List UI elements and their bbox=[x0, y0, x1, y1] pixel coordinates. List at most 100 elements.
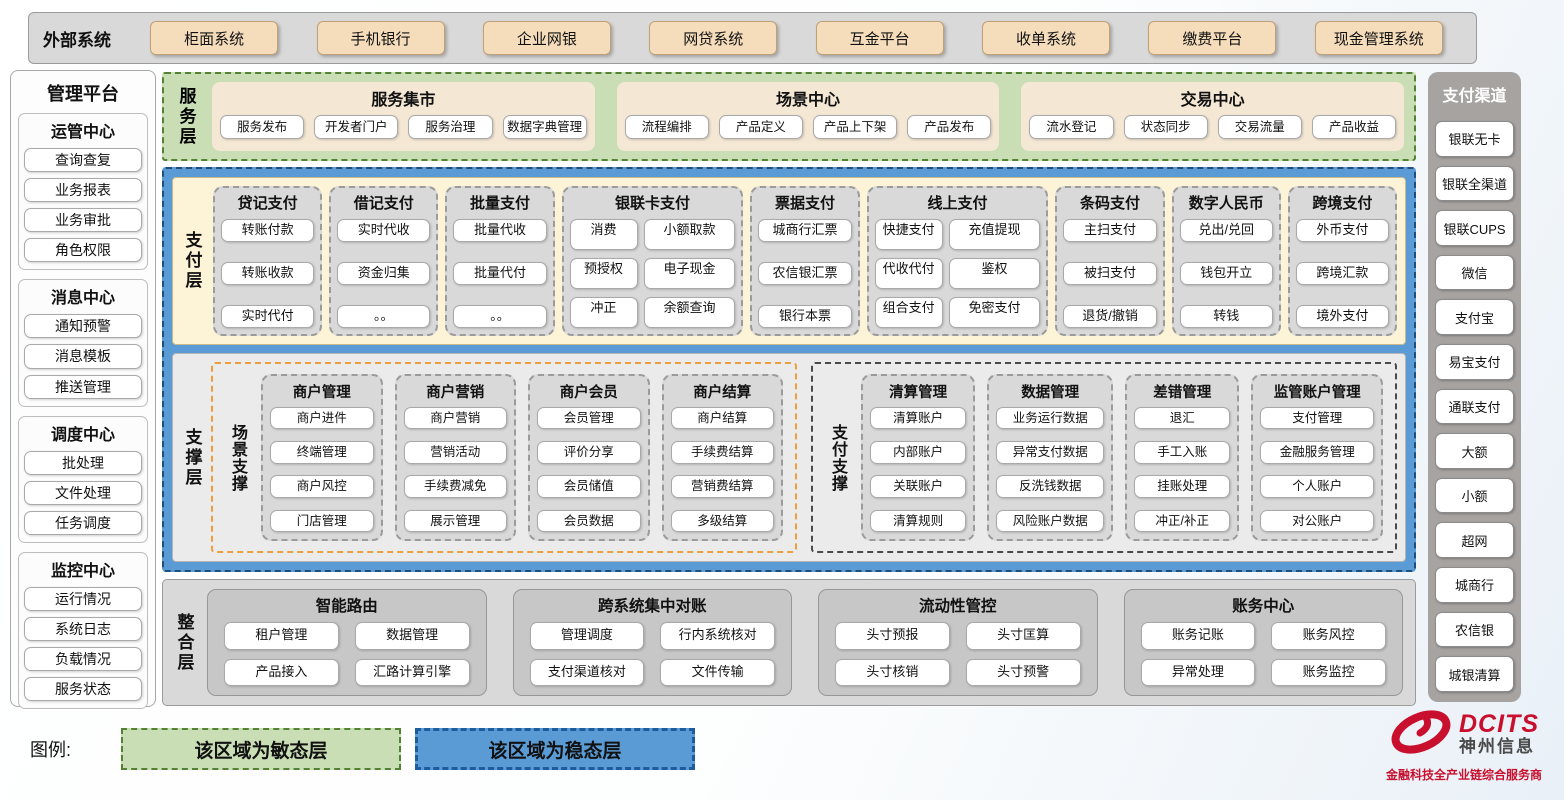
external-system-button[interactable]: 收单系统 bbox=[982, 21, 1111, 55]
service-button[interactable]: 产品定义 bbox=[718, 115, 804, 140]
support-button[interactable]: 会员数据 bbox=[537, 509, 641, 532]
support-button[interactable]: 评价分享 bbox=[537, 441, 641, 464]
support-button[interactable]: 金融服务管理 bbox=[1260, 441, 1374, 464]
integration-button[interactable]: 头寸匡算 bbox=[965, 622, 1081, 650]
channel-button[interactable]: 银联全渠道 bbox=[1435, 165, 1514, 202]
payment-button[interactable]: 鉴权 bbox=[948, 258, 1041, 289]
payment-button[interactable]: 主扫支付 bbox=[1063, 219, 1157, 242]
payment-button[interactable]: 预授权 bbox=[569, 258, 638, 289]
payment-button[interactable]: 余额查询 bbox=[643, 297, 736, 328]
payment-button[interactable]: 跨境汇款 bbox=[1295, 262, 1390, 285]
payment-button[interactable]: 转账收款 bbox=[221, 262, 315, 285]
payment-button[interactable]: 钱包开立 bbox=[1179, 262, 1273, 285]
integration-button[interactable]: 头寸预报 bbox=[835, 622, 950, 650]
channel-button[interactable]: 超网 bbox=[1435, 522, 1514, 559]
support-button[interactable]: 退汇 bbox=[1134, 407, 1231, 430]
integration-button[interactable]: 头寸预警 bbox=[965, 658, 1081, 686]
integration-button[interactable]: 管理调度 bbox=[529, 622, 645, 650]
payment-button[interactable]: 电子现金 bbox=[643, 258, 736, 289]
integration-button[interactable]: 支付渠道核对 bbox=[529, 658, 645, 686]
payment-button[interactable]: 资金归集 bbox=[337, 262, 431, 285]
support-button[interactable]: 会员储值 bbox=[537, 475, 641, 498]
payment-button[interactable]: 。。 bbox=[453, 305, 547, 328]
integration-button[interactable]: 产品接入 bbox=[224, 658, 339, 686]
support-button[interactable]: 终端管理 bbox=[270, 441, 374, 464]
payment-button[interactable]: 转钱 bbox=[1179, 305, 1273, 328]
payment-button[interactable]: 实时代付 bbox=[221, 305, 315, 328]
support-button[interactable]: 门店管理 bbox=[270, 509, 374, 532]
integration-button[interactable]: 租户管理 bbox=[224, 622, 339, 650]
payment-button[interactable]: 冲正 bbox=[569, 297, 638, 328]
support-button[interactable]: 展示管理 bbox=[403, 509, 507, 532]
payment-button[interactable]: 实时代收 bbox=[337, 219, 431, 242]
integration-button[interactable]: 异常处理 bbox=[1140, 658, 1256, 686]
integration-button[interactable]: 账务风控 bbox=[1271, 622, 1386, 650]
external-system-button[interactable]: 缴费平台 bbox=[1148, 21, 1277, 55]
management-button[interactable]: 角色权限 bbox=[24, 238, 142, 263]
management-button[interactable]: 查询查复 bbox=[24, 148, 142, 173]
channel-button[interactable]: 小额 bbox=[1435, 477, 1514, 514]
integration-button[interactable]: 头寸核销 bbox=[835, 658, 950, 686]
payment-button[interactable]: 转账付款 bbox=[221, 219, 315, 242]
payment-button[interactable]: 退货/撤销 bbox=[1063, 305, 1157, 328]
support-button[interactable]: 商户结算 bbox=[670, 407, 774, 430]
support-button[interactable]: 对公账户 bbox=[1260, 509, 1374, 532]
payment-button[interactable]: 批量代收 bbox=[453, 219, 547, 242]
channel-button[interactable]: 易宝支付 bbox=[1435, 344, 1514, 380]
support-button[interactable]: 手续费结算 bbox=[670, 441, 774, 464]
payment-button[interactable]: 小额取款 bbox=[643, 219, 736, 250]
management-button[interactable]: 文件处理 bbox=[24, 480, 142, 505]
service-button[interactable]: 服务发布 bbox=[220, 115, 305, 140]
support-button[interactable]: 挂账处理 bbox=[1134, 475, 1231, 498]
channel-button[interactable]: 通联支付 bbox=[1435, 388, 1514, 425]
external-system-button[interactable]: 现金管理系统 bbox=[1314, 21, 1443, 55]
payment-button[interactable]: 农信银汇票 bbox=[758, 262, 852, 285]
service-button[interactable]: 交易流量 bbox=[1217, 115, 1302, 140]
support-button[interactable]: 商户进件 bbox=[270, 407, 374, 430]
management-button[interactable]: 批处理 bbox=[24, 450, 142, 475]
support-button[interactable]: 关联账户 bbox=[870, 475, 967, 498]
payment-button[interactable]: 批量代付 bbox=[453, 262, 547, 285]
service-button[interactable]: 数据字典管理 bbox=[502, 115, 587, 140]
integration-button[interactable]: 数据管理 bbox=[354, 622, 470, 650]
channel-button[interactable]: 农信银 bbox=[1435, 611, 1514, 648]
support-button[interactable]: 冲正/补正 bbox=[1134, 509, 1231, 532]
management-button[interactable]: 运行情况 bbox=[24, 586, 142, 612]
service-button[interactable]: 状态同步 bbox=[1123, 115, 1208, 140]
management-button[interactable]: 推送管理 bbox=[24, 374, 142, 399]
support-button[interactable]: 商户营销 bbox=[403, 407, 507, 430]
support-button[interactable]: 会员管理 bbox=[537, 407, 641, 430]
support-button[interactable]: 反洗钱数据 bbox=[996, 475, 1105, 498]
management-button[interactable]: 业务报表 bbox=[24, 178, 142, 203]
service-button[interactable]: 产品发布 bbox=[907, 115, 992, 140]
external-system-button[interactable]: 柜面系统 bbox=[150, 21, 279, 55]
payment-button[interactable]: 被扫支付 bbox=[1063, 262, 1157, 285]
integration-button[interactable]: 文件传输 bbox=[660, 658, 775, 686]
support-button[interactable]: 商户风控 bbox=[270, 475, 374, 498]
support-button[interactable]: 营销活动 bbox=[403, 441, 507, 464]
support-button[interactable]: 清算规则 bbox=[870, 509, 967, 532]
integration-button[interactable]: 汇路计算引擎 bbox=[354, 658, 470, 686]
channel-button[interactable]: 城商行 bbox=[1435, 567, 1514, 603]
management-button[interactable]: 负载情况 bbox=[24, 647, 142, 672]
payment-button[interactable]: 银行本票 bbox=[758, 305, 852, 328]
support-button[interactable]: 多级结算 bbox=[670, 509, 774, 532]
integration-button[interactable]: 行内系统核对 bbox=[660, 622, 775, 650]
channel-button[interactable]: 银联无卡 bbox=[1435, 121, 1514, 157]
service-button[interactable]: 开发者门户 bbox=[314, 115, 399, 140]
management-button[interactable]: 业务审批 bbox=[24, 208, 142, 233]
payment-button[interactable]: 代收代付 bbox=[874, 258, 943, 289]
support-button[interactable]: 手续费减免 bbox=[403, 475, 507, 498]
payment-button[interactable]: 。。 bbox=[337, 305, 431, 328]
external-system-button[interactable]: 互金平台 bbox=[815, 21, 944, 55]
support-button[interactable]: 业务运行数据 bbox=[996, 407, 1105, 430]
payment-button[interactable]: 外币支付 bbox=[1295, 219, 1390, 242]
payment-button[interactable]: 快捷支付 bbox=[874, 219, 943, 250]
management-button[interactable]: 通知预警 bbox=[24, 314, 142, 339]
channel-button[interactable]: 微信 bbox=[1435, 254, 1514, 291]
management-button[interactable]: 系统日志 bbox=[24, 617, 142, 642]
support-button[interactable]: 异常支付数据 bbox=[996, 441, 1105, 464]
integration-button[interactable]: 账务记账 bbox=[1140, 622, 1256, 650]
payment-button[interactable]: 免密支付 bbox=[948, 297, 1041, 328]
management-button[interactable]: 消息模板 bbox=[24, 344, 142, 369]
